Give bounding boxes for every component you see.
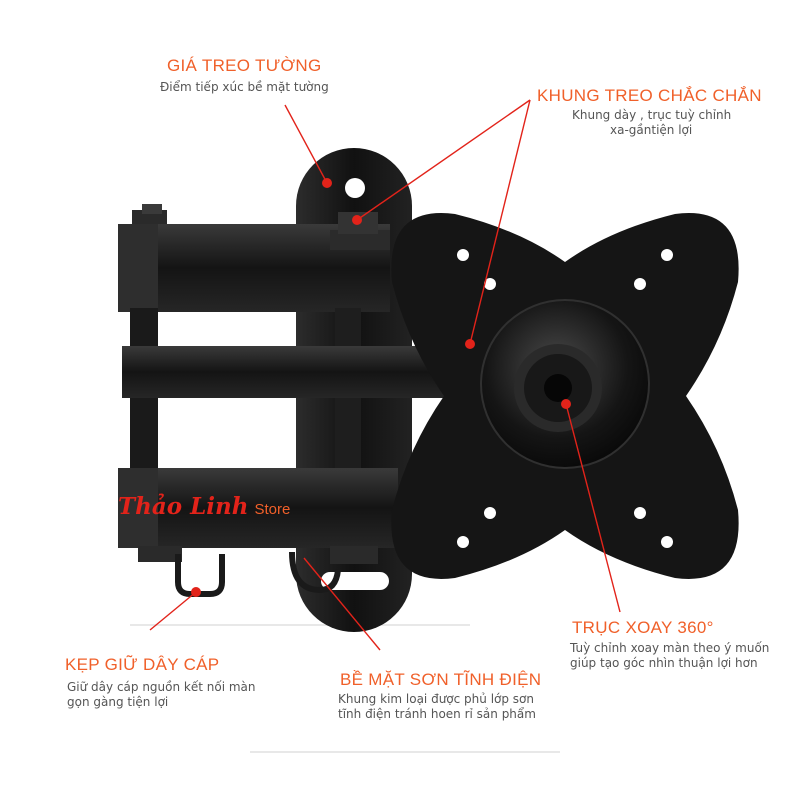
floor-reflection bbox=[130, 624, 560, 753]
coating-title: BỀ MẶT SƠN TĨNH ĐIỆN bbox=[340, 670, 542, 689]
brand-suffix: Store bbox=[254, 501, 291, 518]
frame-desc-line2: xa-gầntiện lợi bbox=[610, 123, 693, 137]
lower-arm bbox=[118, 468, 398, 564]
swivel-disc bbox=[480, 299, 650, 469]
callout-markers bbox=[191, 178, 571, 597]
coating-desc-line1: Khung kim loại được phủ lớp sơn bbox=[338, 692, 535, 706]
swivel-desc-line1: Tuỳ chỉnh xoay màn theo ý muốn bbox=[570, 641, 770, 655]
wall-plate-desc: Điểm tiếp xúc bề mặt tường bbox=[160, 80, 329, 94]
pivot-rods bbox=[130, 308, 361, 470]
brand-name: Thảo Linh bbox=[118, 493, 249, 520]
brand-watermark: Thảo Linh Store bbox=[118, 493, 290, 520]
frame-desc-line1: Khung dày , trục tuỳ chỉnh bbox=[572, 108, 732, 122]
cable-clip-desc-line2: gọn gàng tiện lợi bbox=[67, 695, 169, 709]
callout-leader-lines bbox=[149, 99, 621, 651]
cable-clip-desc-line1: Giữ dây cáp nguồn kết nối màn bbox=[67, 680, 256, 694]
frame-title: KHUNG TREO CHẮC CHẮN bbox=[537, 86, 762, 105]
wall-plate-title: GIÁ TREO TƯỜNG bbox=[167, 56, 322, 75]
coating-desc-line2: tĩnh điện tránh hoen rỉ sản phẩm bbox=[338, 707, 536, 721]
swivel-title: TRỤC XOAY 360° bbox=[572, 618, 714, 637]
upper-arm bbox=[118, 204, 390, 312]
swivel-desc-line2: giúp tạo góc nhìn thuận lợi hơn bbox=[570, 656, 758, 670]
cable-clip-title: KẸP GIỮ DÂY CÁP bbox=[65, 655, 220, 674]
